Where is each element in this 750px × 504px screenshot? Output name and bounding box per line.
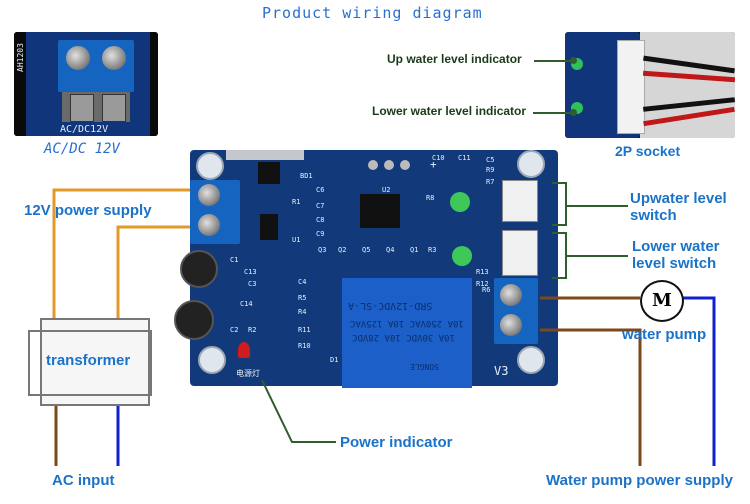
silk-d1: D1 xyxy=(330,356,339,364)
silk-r9: R9 xyxy=(486,166,495,174)
power-indicator-leader xyxy=(261,379,336,443)
up-indicator-label: Up water level indicator xyxy=(387,52,522,66)
silk-r11: R11 xyxy=(298,326,311,334)
silk-r3: R3 xyxy=(428,246,437,254)
silk-q5: Q5 xyxy=(362,246,371,254)
silk-c2: C2 xyxy=(230,326,239,334)
silk-r12: R12 xyxy=(476,280,489,288)
right-inset-caption: 2P socket xyxy=(615,143,681,159)
silk-u2: U2 xyxy=(382,186,391,194)
upwater-switch-line1: Upwater level xyxy=(630,190,727,207)
silk-bd1: BD1 xyxy=(300,172,313,180)
silk-u1: U1 xyxy=(292,236,301,244)
silk-r4: R4 xyxy=(298,308,307,316)
pump-power-supply-label: Water pump power supply xyxy=(546,472,733,489)
lower-switch-line1: Lower water xyxy=(632,238,720,255)
silk-r5: R5 xyxy=(298,294,307,302)
lower-indicator-leader xyxy=(533,112,573,114)
left-inset-caption: AC/DC 12V xyxy=(44,141,120,157)
silk-c1: C1 xyxy=(230,256,239,264)
ac-input-label: AC input xyxy=(52,472,115,489)
silk-c14: C14 xyxy=(240,300,253,308)
silk-c10: C10 xyxy=(432,154,445,162)
silk-v3: V3 xyxy=(494,364,509,378)
ac-dc-board-text: AC/DC12V xyxy=(60,124,109,135)
silk-r8: R8 xyxy=(426,194,435,202)
silk-q3: Q3 xyxy=(318,246,327,254)
lower-switch-bracket xyxy=(552,232,567,279)
upwater-switch-bracket xyxy=(552,182,567,226)
silk-c11: C11 xyxy=(458,154,471,162)
silk-r10: R10 xyxy=(298,342,311,350)
silk-r7: R7 xyxy=(486,178,495,186)
up-indicator-leader xyxy=(534,60,572,62)
wire-pump-brown-bottom xyxy=(540,328,642,466)
lower-indicator-dot xyxy=(570,109,577,116)
wire-12v-top xyxy=(52,188,190,325)
up-indicator-dot xyxy=(570,57,577,64)
silk-power-led-chinese: 电源灯 xyxy=(236,369,260,378)
silk-c6: C6 xyxy=(316,186,325,194)
pump-motor-symbol: M xyxy=(640,280,684,322)
terminal-closeup-photo: AC/DC12V AH1203 xyxy=(14,32,158,136)
silk-c8: C8 xyxy=(316,216,325,224)
water-pump-label: water pump xyxy=(622,326,707,343)
silk-q4: Q4 xyxy=(386,246,395,254)
diagram-title: Product wiring diagram xyxy=(262,4,483,22)
wire-12v-bottom xyxy=(116,225,190,325)
controller-board: SRD-12VDC-SL-A 10A 250VAC 10A 125VAC 10A… xyxy=(174,150,558,388)
lower-switch-label: Lower water level switch xyxy=(632,238,720,272)
silk-q1: Q1 xyxy=(410,246,419,254)
transformer-block: transformer xyxy=(28,318,152,406)
upwater-switch-label: Upwater level switch xyxy=(630,190,727,224)
lower-switch-line2: level switch xyxy=(632,255,717,272)
socket-closeup-photo xyxy=(565,32,735,138)
silk-c13: C13 xyxy=(244,268,257,276)
wire-pump-blue xyxy=(682,296,716,466)
silk-plus: + xyxy=(430,158,437,171)
silk-c7: C7 xyxy=(316,202,325,210)
silk-r1: R1 xyxy=(292,198,301,206)
silk-c9: C9 xyxy=(316,230,325,238)
silk-q2: Q2 xyxy=(338,246,347,254)
motor-symbol-text: M xyxy=(652,290,672,311)
power-indicator-label: Power indicator xyxy=(340,434,453,451)
lower-indicator-label: Lower water level indicator xyxy=(372,104,527,118)
silk-c4: C4 xyxy=(298,278,307,286)
silk-r6: R6 xyxy=(482,286,491,294)
silk-r13: R13 xyxy=(476,268,489,276)
power-supply-12v-label: 12V power supply xyxy=(24,202,152,219)
upwater-switch-line2: switch xyxy=(630,207,677,224)
silk-r2: R2 xyxy=(248,326,257,334)
silk-c3: C3 xyxy=(248,280,257,288)
silk-c5: C5 xyxy=(486,156,495,164)
transformer-label: transformer xyxy=(46,352,131,369)
relay xyxy=(342,278,472,388)
